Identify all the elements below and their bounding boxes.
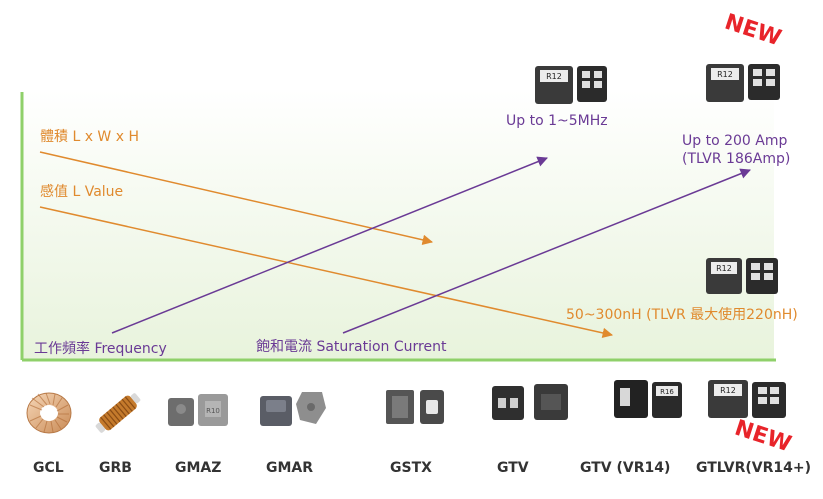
gcl-toroid-image [26,392,72,434]
inductance-label: 感值 L Value [40,184,124,200]
amp-target-component-image: R12 [706,64,780,102]
volume-label: 體積 L x W x H [40,129,139,145]
frequency-label: 工作頻率 Frequency [34,341,167,357]
gtlvr-inductor-image: R12 [708,380,786,418]
gmaz-mark: R10 [206,407,220,415]
freq-target-mark: R12 [546,72,562,81]
grb-rod-image [95,393,141,433]
product-name-grb: GRB [99,460,132,476]
gstx-inductor-image [386,390,444,424]
product-name-gmar: GMAR [266,460,314,476]
inductance-target-component-image: R12 [706,258,778,294]
gtv-inductor-image [492,384,568,420]
freq-target-label: Up to 1~5MHz [506,113,608,129]
amp-target-line2: (TLVR 186Amp) [682,151,791,167]
gmar-inductor-image [260,392,326,426]
gtv-vr14-inductor-image: R16 [614,380,682,418]
inductance-target-mark: R12 [716,264,732,273]
product-name-gcl: GCL [33,460,64,476]
gtlvr-mark: R12 [720,386,736,395]
frequency-arrow [111,156,548,334]
product-name-gstx: GSTX [390,460,432,476]
chart-background [22,90,774,360]
volume-arrow [39,151,434,246]
amp-target-line1: Up to 200 Amp [682,133,788,149]
amp-target-mark: R12 [717,70,733,79]
product-name-gtv-vr14: GTV (VR14) [580,460,671,476]
gtv-vr14-mark: R16 [660,388,674,396]
product-name-gtlvr: GTLVR(VR14+) [696,460,812,476]
gmaz-inductor-image: R10 [168,394,228,426]
freq-target-component-image: R12 [535,66,607,104]
product-name-gmaz: GMAZ [175,460,222,476]
inductance-arrow [39,206,614,339]
product-name-gtv: GTV [497,460,529,476]
saturation-label: 飽和電流 Saturation Current [256,339,447,355]
saturation-arrow [342,168,751,334]
inductance-target-label: 50~300nH (TLVR 最大使用220nH) [566,307,798,323]
